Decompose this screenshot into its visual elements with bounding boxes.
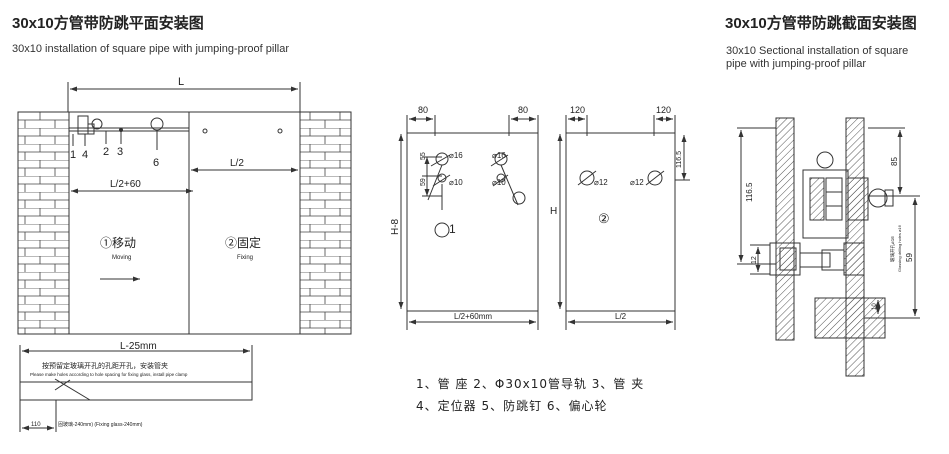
parts-legend-row2: 4、定位器 5、防跳钉 6、偏心轮 xyxy=(416,399,608,413)
hole12-b: ⌀12 xyxy=(630,178,644,187)
dim-L2-60mm: L/2+60mm xyxy=(454,312,492,321)
left-brick-wall xyxy=(17,111,70,335)
dim-80-right: 80 xyxy=(518,105,528,115)
dim-120-right: 120 xyxy=(656,105,671,115)
plan-title-en: 30x10 installation of square pipe with j… xyxy=(12,43,289,55)
section-title-cn: 30x10方管带防跳截面安装图 xyxy=(725,15,917,32)
panel-2 xyxy=(565,132,676,312)
callout-4: 4 xyxy=(82,149,88,161)
note-cn: 按预留定玻璃开孔的孔距开孔，安装管夹 xyxy=(42,361,168,370)
callout-3: 3 xyxy=(117,146,123,158)
dim-H: H xyxy=(550,206,557,217)
hole12-a: ⌀12 xyxy=(594,178,608,187)
panel-labels: 80 80 H-8 55 59 ⌀16 ⌀10 ⌀16 ⌀10 1 L/2+60… xyxy=(390,105,683,321)
dim-59: 59 xyxy=(420,178,427,186)
section-dim-10: 10 xyxy=(872,303,878,310)
right-brick-wall xyxy=(299,111,352,335)
moving-label-en: Moving xyxy=(112,255,131,261)
panel-1-number: 1 xyxy=(449,222,456,236)
dim-H8: H-8 xyxy=(390,218,401,235)
section-hole-label-en: Glassing drilling holes ⌀16 xyxy=(897,224,902,272)
note-en: Please make holes according to hole spac… xyxy=(30,372,188,377)
moving-label-cn: ①移动 xyxy=(100,236,136,250)
section-hole-label-cn: 玻璃开孔⌀16 xyxy=(889,236,896,262)
section-title-en-line2: pipe with jumping-proof pillar xyxy=(726,58,867,70)
hole16-a: ⌀16 xyxy=(449,151,463,160)
dim-55: 55 xyxy=(420,152,427,160)
section-dim-116-5: 116.5 xyxy=(745,182,754,202)
section-dim-59: 59 xyxy=(905,253,914,262)
parts-legend-row1: 1、管 座 2、Φ30x10管导轨 3、管 夹 xyxy=(416,377,645,391)
hole10-b: ⌀10 xyxy=(492,178,506,187)
dim-half: L/2 xyxy=(230,158,244,169)
plan-view xyxy=(17,82,352,432)
hole16-b: ⌀16 xyxy=(492,151,506,160)
fixing-label-en: Fixing xyxy=(237,255,253,261)
plan-labels: L 1 4 2 3 6 L/2 L/2+60 ①移动 Moving ②固定 Fi… xyxy=(30,76,261,428)
hole-12-left xyxy=(579,170,595,186)
panel-1 xyxy=(406,132,539,312)
section-wheel xyxy=(816,151,834,169)
section-labels: 116.5 85 59 12 10 玻璃开孔⌀16 Glassing drill… xyxy=(745,157,914,310)
hole-16-left xyxy=(435,152,449,166)
section-glass-left xyxy=(775,117,795,341)
callout-6: 6 xyxy=(153,157,159,169)
callout-1: 1 xyxy=(70,149,76,161)
section-title-en-line1: 30x10 Sectional installation of square xyxy=(726,45,909,57)
section-dim-12: 12 xyxy=(751,256,758,264)
dim-L25: L-25mm xyxy=(120,341,157,352)
dim-L2: L/2 xyxy=(615,312,627,321)
fixing-glass-label: 固玻璃-240mm) (Fixing glass-240mm) xyxy=(58,421,143,428)
callout-2: 2 xyxy=(103,146,109,158)
panel-1-hole-lower xyxy=(434,222,450,238)
dim-L: L xyxy=(178,76,184,88)
fixed-glass-panel xyxy=(188,111,301,335)
dim-half-plus: L/2+60 xyxy=(110,179,141,190)
hole10-a: ⌀10 xyxy=(449,178,463,187)
panel-details xyxy=(398,115,690,330)
glass-strip xyxy=(19,381,253,401)
dim-116-5: 116.5 xyxy=(676,151,683,168)
plan-title-cn: 30x10方管带防跳平面安装图 xyxy=(12,15,204,32)
eccentric-wheel-left xyxy=(91,118,103,130)
hole-10-right xyxy=(496,173,506,183)
fixing-label-cn: ②固定 xyxy=(225,235,261,250)
section-view xyxy=(737,117,920,377)
dim-80-left: 80 xyxy=(418,105,428,115)
section-dim-85: 85 xyxy=(890,157,899,166)
dim-110: 110 xyxy=(31,422,41,428)
hole-12-right xyxy=(647,170,663,186)
moving-glass-panel xyxy=(68,111,190,335)
panel-2-number: ② xyxy=(598,211,610,226)
dim-120-left: 120 xyxy=(570,105,585,115)
